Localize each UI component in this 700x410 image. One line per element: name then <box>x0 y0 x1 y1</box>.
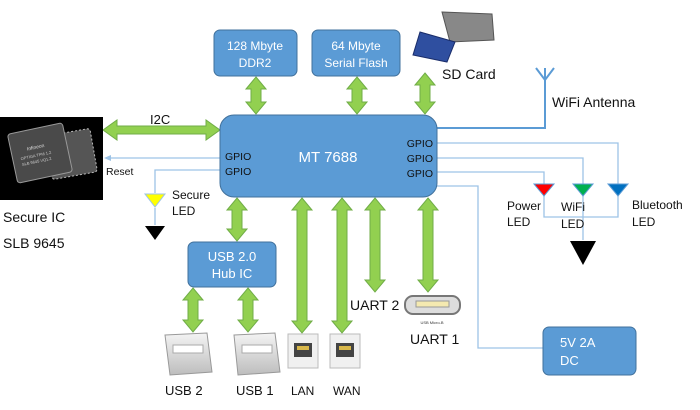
wifi-antenna-label: WiFi Antenna <box>552 94 635 110</box>
bluetooth-led-label: Bluetooth <box>632 198 683 212</box>
usb1-label: USB 1 <box>236 383 274 398</box>
cpu-block: MT 7688 GPIO GPIO GPIO GPIO GPIO <box>219 114 438 198</box>
antenna-wire <box>437 78 546 129</box>
secure-ic-image: Infineon OPTIGA TPM 1.2 SLB 9645 VQ1.2 <box>0 117 103 200</box>
svg-text:LED: LED <box>172 204 196 218</box>
svg-text:5V 2A: 5V 2A <box>560 335 596 350</box>
wires <box>108 78 619 349</box>
wan-port-icon <box>329 333 361 369</box>
usb-hub-arrow <box>225 197 249 242</box>
svg-text:LED: LED <box>632 215 656 229</box>
power-led-icon <box>532 183 556 197</box>
usb2-arrow <box>181 287 205 333</box>
flash-arrow <box>345 76 369 115</box>
usb-micro-connector-icon: USB Micro-B <box>404 295 461 325</box>
wifi-led-wire <box>436 157 584 185</box>
wan-label: WAN <box>333 384 361 398</box>
wan-arrow <box>330 197 354 334</box>
led-ground-wire <box>543 196 619 240</box>
wifi-led-label: WiFi <box>561 200 585 214</box>
wifi-led-icon <box>571 183 595 197</box>
secure-led-label: Secure <box>172 188 210 202</box>
lan-arrow <box>290 197 314 334</box>
i2c-label: I2C <box>150 112 170 127</box>
ground-icon <box>145 226 165 240</box>
secure-ic-label: Secure IC <box>3 209 65 225</box>
svg-text:LED: LED <box>507 215 531 229</box>
ddr-block: 128 Mbyte DDR2 <box>213 29 298 77</box>
usb-port-icon <box>164 332 213 376</box>
svg-text:LED: LED <box>561 217 585 231</box>
svg-text:USB 2.0: USB 2.0 <box>208 249 256 264</box>
sd-card-arrow <box>413 72 437 115</box>
svg-text:128 Mbyte: 128 Mbyte <box>227 39 283 53</box>
usb-hub-block: USB 2.0 Hub IC <box>187 241 277 288</box>
ddr-arrow <box>244 76 268 115</box>
gpio-label: GPIO <box>407 168 433 180</box>
usb1-arrow <box>236 287 260 333</box>
svg-text:64 Mbyte: 64 Mbyte <box>331 39 381 53</box>
svg-text:OPTIGA TPM 1.2: OPTIGA TPM 1.2 <box>20 150 52 162</box>
lan-port-icon <box>287 333 319 369</box>
reset-arrowhead <box>104 155 111 161</box>
usb2-label: USB 2 <box>165 383 203 398</box>
power-wire <box>436 185 543 349</box>
antenna-icon <box>535 67 555 82</box>
svg-text:Hub IC: Hub IC <box>212 266 252 281</box>
gpio-label: GPIO <box>407 153 433 165</box>
ground-icon <box>570 241 596 265</box>
power-led-label: Power <box>507 199 541 213</box>
sd-card-image <box>412 11 495 63</box>
sd-card-label: SD Card <box>442 66 496 82</box>
svg-text:Serial Flash: Serial Flash <box>324 56 387 70</box>
svg-text:Infineon: Infineon <box>26 143 45 153</box>
secure-led-icon <box>143 193 167 208</box>
usb-port-icon <box>233 332 281 376</box>
bus-arrows <box>102 72 440 334</box>
svg-text:USB Micro-B: USB Micro-B <box>420 320 443 325</box>
gpio-label: GPIO <box>407 138 433 150</box>
reset-label: Reset <box>106 166 134 178</box>
secure-led-wire <box>154 169 220 225</box>
power-led-wire <box>436 171 545 185</box>
lan-label: LAN <box>291 384 314 398</box>
svg-text:DDR2: DDR2 <box>239 56 272 70</box>
uart2-arrow <box>363 197 387 293</box>
power-block: 5V 2A DC <box>542 326 637 376</box>
secure-ic-part-label: SLB 9645 <box>3 235 65 251</box>
gpio-label: GPIO <box>225 166 251 178</box>
uart1-label: UART 1 <box>410 331 459 347</box>
bluetooth-led-icon <box>606 183 630 197</box>
svg-text:SLB 9645 VQ1.2: SLB 9645 VQ1.2 <box>21 156 52 167</box>
bt-led-wire <box>436 142 619 185</box>
gpio-label: GPIO <box>225 151 251 163</box>
flash-block: 64 Mbyte Serial Flash <box>311 29 401 77</box>
cpu-label: MT 7688 <box>299 149 358 166</box>
svg-text:DC: DC <box>560 353 579 368</box>
uart2-label: UART 2 <box>350 297 399 313</box>
uart1-arrow <box>416 197 440 293</box>
